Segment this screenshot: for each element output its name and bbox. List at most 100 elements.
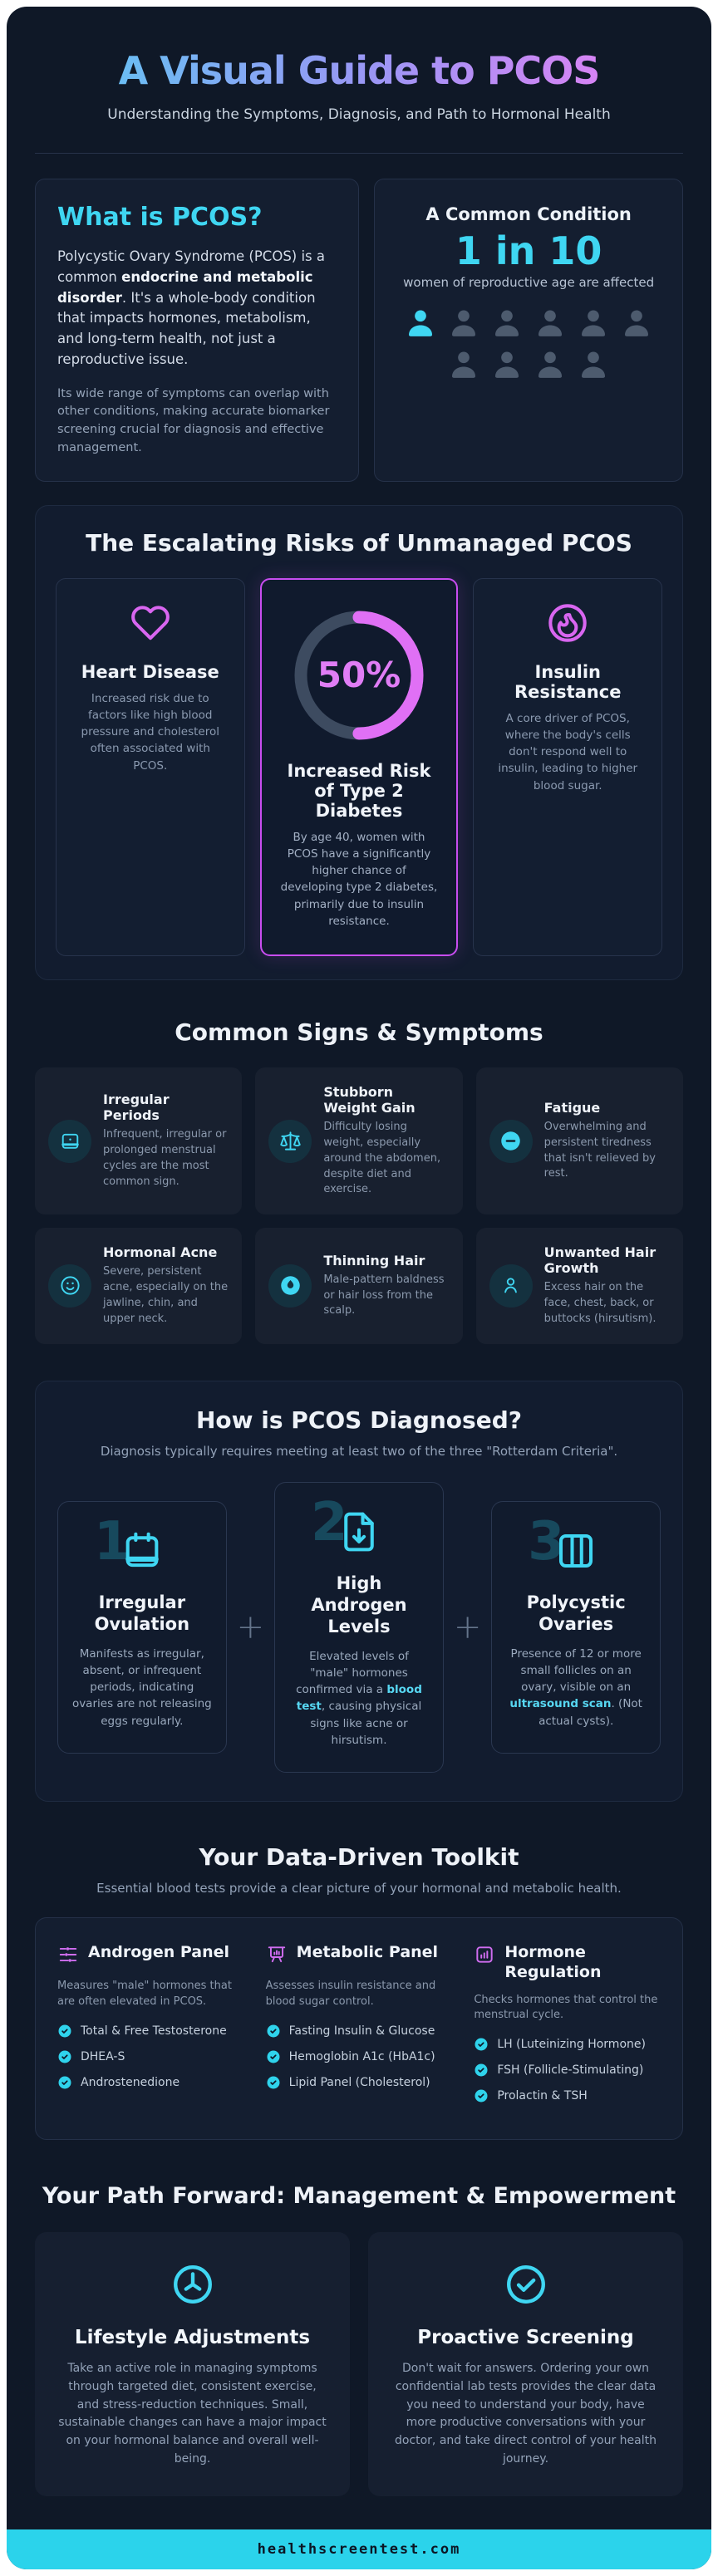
calendar-icon [48,1119,91,1163]
risk-card-title: Heart Disease [81,661,219,682]
path-card-title: Lifestyle Adjustments [74,2327,311,2349]
symptom-card-acne: Hormonal Acne Severe, persistent acne, e… [35,1228,243,1344]
criterion-text-bold: ultrasound scan [509,1697,612,1711]
one-in-ten-stat: 1 in 10 [455,228,602,273]
toolkit-panel-title: Hormone Regulation [504,1943,602,1981]
diagnosis-criteria-row: 1 Irregular Ovulation Manifests as irreg… [57,1481,661,1773]
bar-chart-square-icon [474,1944,495,1969]
what-text-bold: endocrine and metabolic disorder [57,268,313,306]
toolkit-item: Fasting Insulin & Glucose [266,2024,453,2039]
check-circle-icon [502,2260,550,2312]
what-text-pre: Polycystic Ovary Syndrome (PCOS) is a co… [57,248,326,285]
symptom-text: Infrequent, irregular or prolonged menst… [103,1128,227,1188]
diagnosis-heading: How is PCOS Diagnosed? [196,1406,522,1434]
toolkit-panel-desc: Assesses insulin resistance and blood su… [265,1980,436,2008]
symptom-card-weight-gain: Stubborn Weight Gain Difficulty losing w… [255,1067,463,1215]
risk-card-text: A core driver of PCOS, where the body's … [498,711,638,792]
toolkit-item: Androstenedione [57,2075,244,2090]
criterion-text-bold: blood test [296,1683,422,1714]
criterion-title: Polycystic Ovaries [526,1592,626,1635]
page-subtitle: Understanding the Symptoms, Diagnosis, a… [107,106,611,123]
infographic-container: A Visual Guide to PCOS Understanding the… [7,7,711,2570]
toolkit-item-label: Lipid Panel (Cholesterol) [288,2075,430,2089]
intro-section: What is PCOS? Polycystic Ovary Syndrome … [35,179,683,482]
heart-icon [128,605,173,649]
symptom-title: Stubborn Weight Gain [323,1084,416,1116]
criterion-title: High Androgen Levels [311,1573,407,1637]
check-badge-icon [57,2075,72,2090]
toolkit-item-label: Fasting Insulin & Glucose [288,2024,435,2038]
check-badge-icon [474,2037,489,2052]
path-card-text: Don't wait for answers. Ordering your ow… [394,2362,657,2466]
symptom-title: Unwanted Hair Growth [543,1244,657,1277]
check-badge-icon [57,2024,72,2039]
footer-domain: healthscreentest.com [257,2541,461,2559]
pictogram [399,307,658,381]
path-forward-heading: Your Path Forward: Management & Empowerm… [42,2183,676,2210]
file-down-icon [337,1509,381,1558]
person-pictogram-icon [534,307,567,340]
person-pictogram-icon [404,307,437,340]
criterion-text-pre: Elevated levels of "male" hormones confi… [296,1649,409,1697]
risks-heading: The Escalating Risks of Unmanaged PCOS [86,528,632,557]
plus-sign: + [236,1607,265,1646]
check-badge-icon [266,2024,281,2039]
minus-circle-icon [489,1119,533,1163]
symptom-title: Hormonal Acne [103,1244,218,1261]
person-pictogram-icon [577,307,610,340]
toolkit-item: Prolactin & TSH [474,2088,661,2103]
what-is-pcos-heading: What is PCOS? [57,203,263,232]
hormone-regulation-column: Hormone Regulation Checks hormones that … [474,1943,661,2114]
person-pictogram-icon [447,307,480,340]
diagnosis-section: How is PCOS Diagnosed? Diagnosis typical… [35,1380,683,1802]
symptom-text: Overwhelming and persistent tiredness th… [543,1120,656,1180]
diabetes-risk-card: 50% Increased Risk of Type 2 Diabetes By… [259,577,459,956]
criterion-text: Presence of 12 or more small follicles o… [505,1646,647,1730]
diabetes-donut-arc [294,611,424,739]
criterion-text-pre: Manifests as irregular, absent, or infre… [71,1646,212,1728]
symptom-text: Difficulty losing weight, especially aro… [323,1121,441,1196]
risks-grid: Heart Disease Increased risk due to fact… [56,577,662,956]
person-pictogram-icon [577,348,610,381]
symptom-text: Male-pattern baldness or hair loss from … [323,1273,445,1317]
metabolic-panel-column: Metabolic Panel Assesses insulin resista… [266,1943,453,2114]
footer-bar: healthscreentest.com [7,2529,711,2570]
toolkit-item-label: FSH (Follicle-Stimulating) [497,2063,644,2078]
toolkit-item: Lipid Panel (Cholesterol) [266,2075,453,2090]
symptom-card-thinning-hair: Thinning Hair Male-pattern baldness or h… [255,1228,463,1344]
diabetes-percent-label: 50% [317,655,401,695]
insulin-resistance-card: Insulin Resistance A core driver of PCOS… [473,577,662,956]
symptom-title: Fatigue [543,1099,601,1116]
toolkit-panel-desc: Checks hormones that control the menstru… [474,1993,658,2022]
criterion-text-post: . (Not actual cysts). [538,1697,642,1728]
risks-section: The Escalating Risks of Unmanaged PCOS H… [35,504,683,980]
lifestyle-adjustments-card: Lifestyle Adjustments Take an active rol… [35,2232,350,2497]
toolkit-item-label: Prolactin & TSH [497,2089,588,2103]
toolkit-panel-desc: Measures "male" hormones that are often … [57,1980,232,2008]
symptom-card-hair-growth: Unwanted Hair Growth Excess hair on the … [475,1228,683,1344]
toolkit-item-label: LH (Luteinizing Hormone) [497,2038,646,2052]
criterion-high-androgen: 2 High Androgen Levels Elevated levels o… [274,1481,444,1773]
common-condition-card: A Common Condition 1 in 10 women of repr… [374,179,683,482]
symptom-card-irregular-periods: Irregular Periods Infrequent, irregular … [35,1067,243,1215]
symptom-text: Excess hair on the face, chest, back, or… [543,1281,657,1325]
timer-icon [169,2260,217,2312]
person-pictogram-icon [620,307,653,340]
diagnosis-subtitle: Diagnosis typically requires meeting at … [100,1443,618,1459]
criterion-text: Elevated levels of "male" hormones confi… [288,1648,430,1749]
toolkit-item: LH (Luteinizing Hormone) [474,2037,661,2052]
calendar-icon [120,1528,165,1577]
header-divider [35,153,683,154]
toolkit-panel-title: Metabolic Panel [296,1943,439,1961]
toolkit-heading: Your Data-Driven Toolkit [199,1843,519,1871]
what-text-post: . It's a whole-body condition that impac… [57,289,316,367]
symptom-card-fatigue: Fatigue Overwhelming and persistent tire… [475,1067,683,1215]
person-pictogram-icon [490,348,524,381]
check-badge-icon [266,2075,281,2090]
criterion-title: Irregular Ovulation [94,1592,190,1635]
criterion-text-post: , causing physical signs like acne or hi… [310,1700,422,1747]
page-title: A Visual Guide to PCOS [35,48,683,93]
person-icon [489,1263,533,1308]
criterion-text-pre: Presence of 12 or more small follicles o… [510,1646,642,1695]
toolkit-item-label: Hemoglobin A1c (HbA1c) [288,2049,435,2063]
